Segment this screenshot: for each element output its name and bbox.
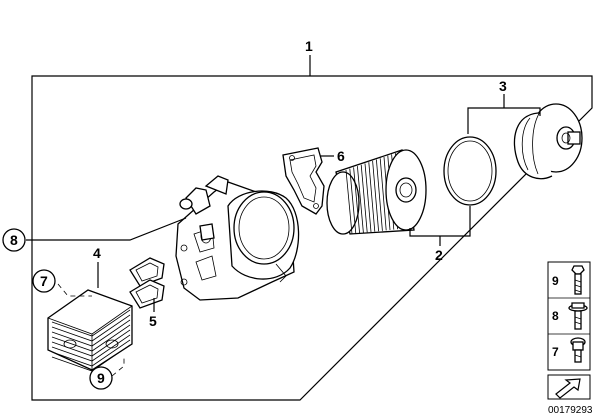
label-8: 8 (10, 232, 18, 248)
filter-cap (513, 103, 583, 180)
leader-8 (26, 217, 187, 241)
fastener-legend: 9 8 7 (547, 261, 591, 371)
diagram-code: 00179293 (548, 405, 593, 416)
legend-number-9: 9 (552, 274, 559, 288)
label-1: 1 (305, 38, 313, 54)
cap-o-ring (443, 136, 497, 206)
bolt-short-icon (570, 337, 586, 363)
badge-7 (32, 269, 56, 293)
label-7: 7 (40, 273, 48, 289)
badge-9 (89, 366, 113, 390)
arrow-marker-icon (547, 374, 591, 400)
label-6: 6 (337, 148, 345, 164)
label-3: 3 (499, 78, 507, 94)
filter-element (326, 149, 427, 235)
label-2: 2 (435, 247, 443, 263)
leader-9 (111, 356, 125, 377)
label-4: 4 (93, 245, 101, 261)
oil-cooler (47, 289, 133, 372)
label-9: 9 (97, 370, 105, 386)
cooler-gaskets (129, 257, 165, 309)
label-5: 5 (149, 313, 157, 329)
filter-housing (175, 175, 300, 301)
legend-number-7: 7 (552, 345, 559, 359)
bolt-flange-icon (568, 302, 588, 330)
badge-8 (2, 228, 26, 252)
leader-7 (57, 283, 92, 297)
bolt-long-icon (571, 265, 585, 295)
housing-gasket (282, 147, 325, 215)
legend-number-8: 8 (552, 309, 559, 323)
assembly-frame (31, 75, 593, 401)
